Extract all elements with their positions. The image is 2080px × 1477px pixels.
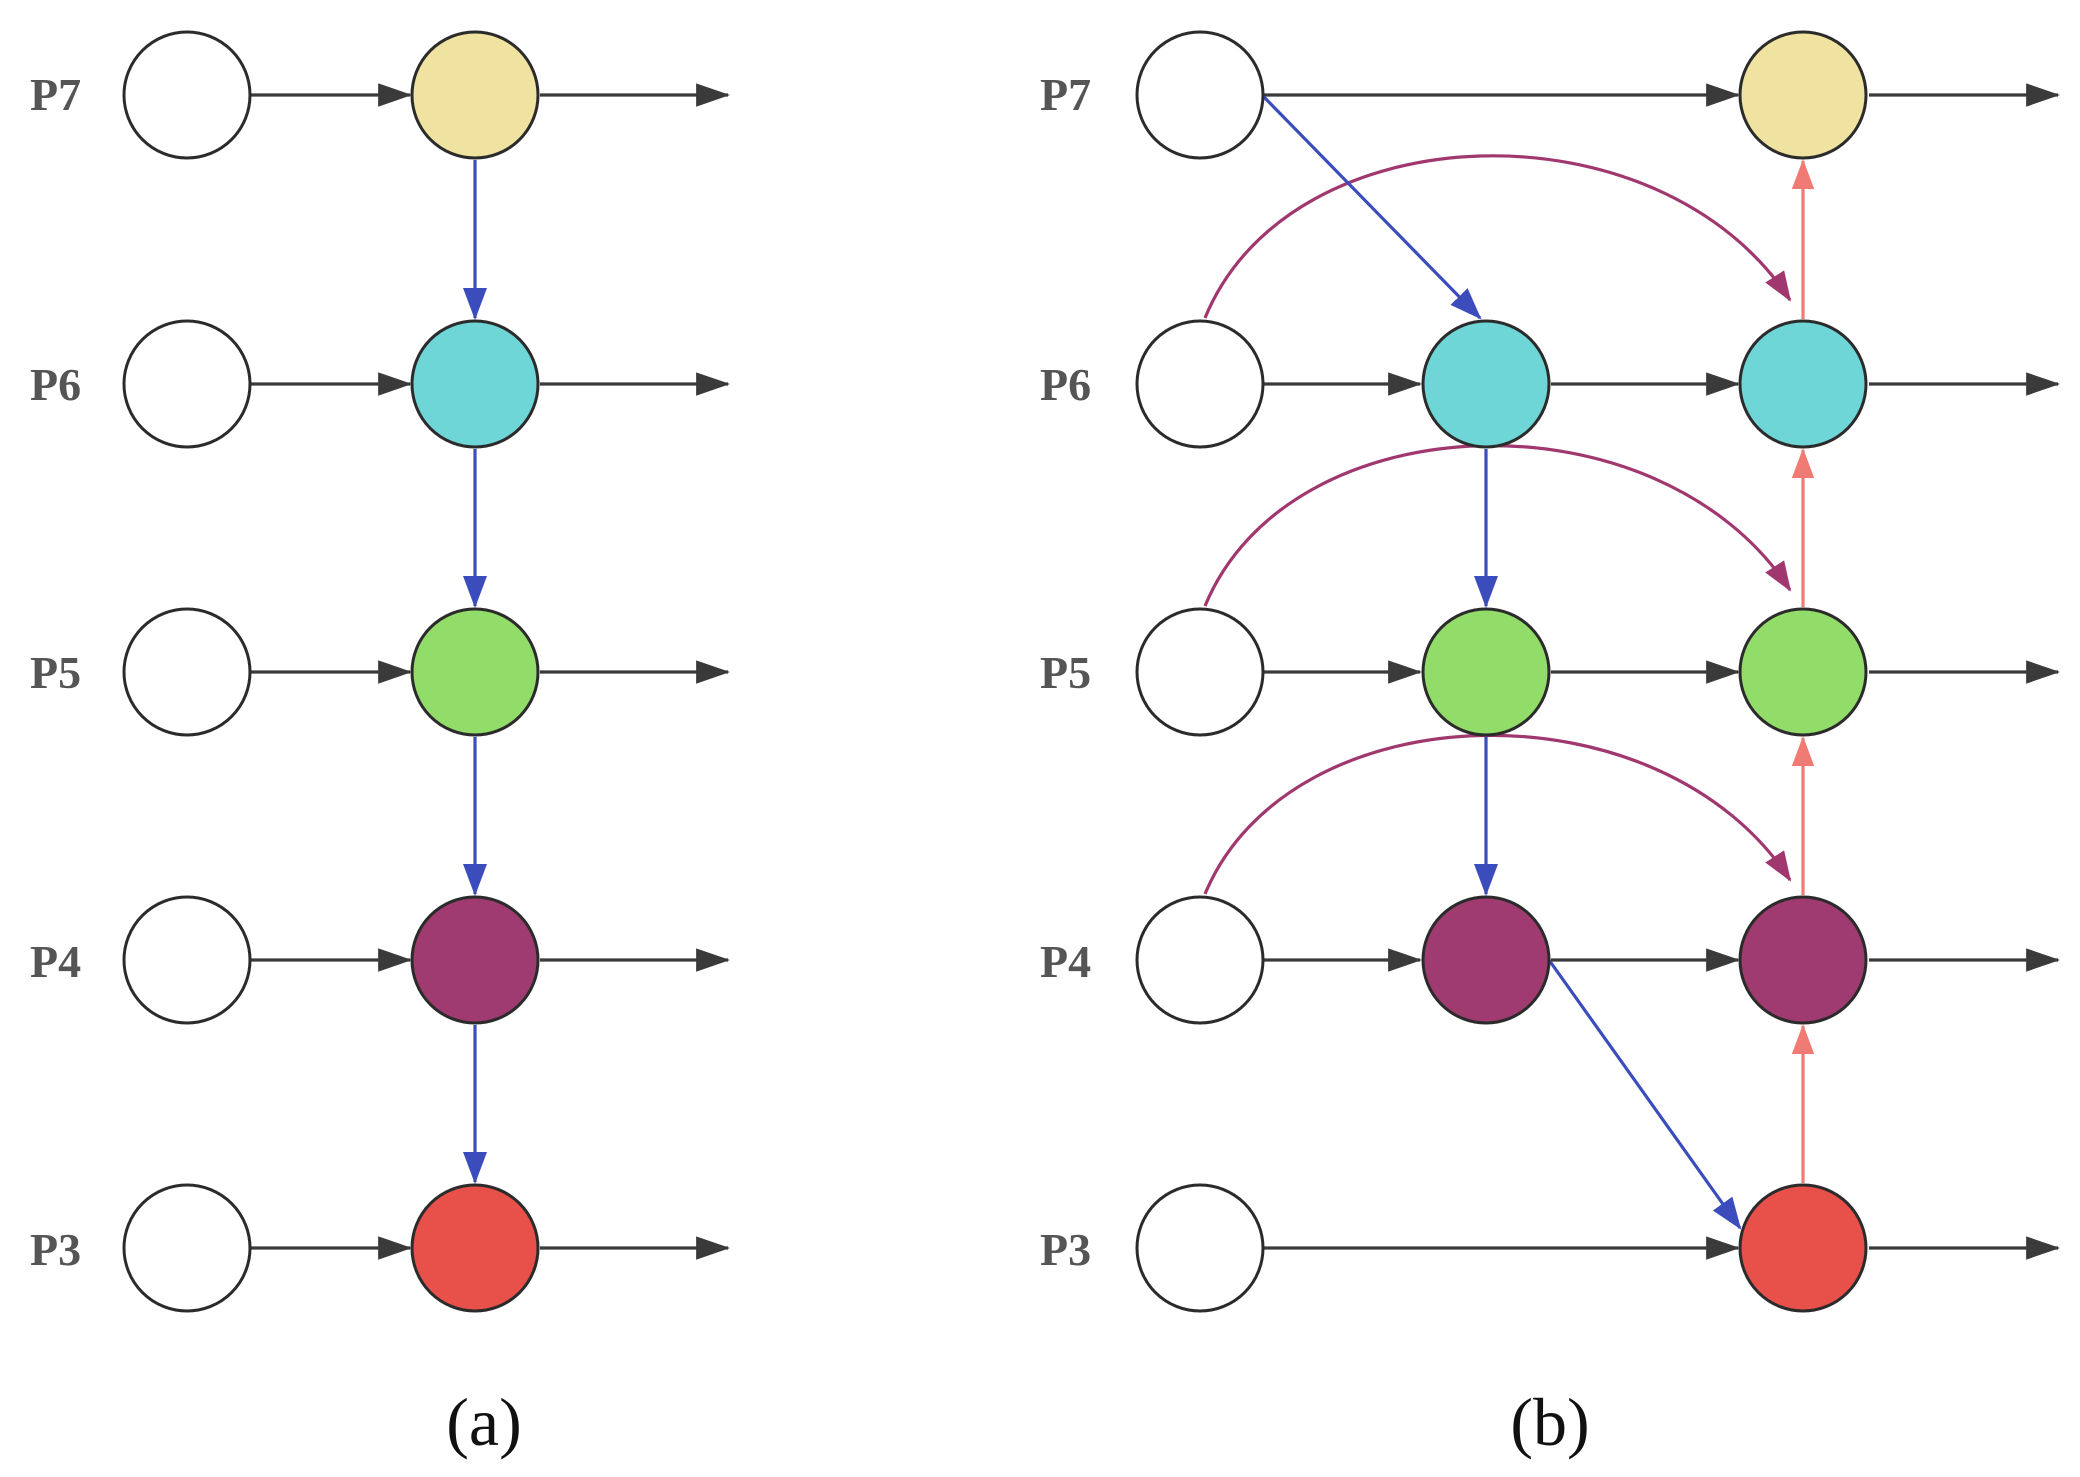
input-node-p5 — [122, 607, 252, 737]
row-label-p4: P4 — [30, 936, 81, 987]
intermediate-node-p4 — [1421, 895, 1551, 1025]
caption-b: (b) — [1510, 1384, 1589, 1460]
panel-a: P7 P6 P5 P4 P3 (a) — [30, 30, 731, 1460]
caption-a: (a) — [446, 1384, 521, 1460]
fused-node-p4 — [410, 895, 540, 1025]
input-node-p3 — [1135, 1183, 1265, 1313]
fused-node-p3 — [410, 1183, 540, 1313]
row-label-p5: P5 — [1040, 647, 1091, 698]
input-node-p6 — [122, 319, 252, 449]
row-label-p5: P5 — [30, 647, 81, 698]
output-node-p7 — [1738, 30, 1868, 160]
fused-node-p5 — [410, 607, 540, 737]
input-node-p3 — [122, 1183, 252, 1313]
input-node-p4 — [122, 895, 252, 1025]
output-node-p3 — [1738, 1183, 1868, 1313]
row-label-p3: P3 — [30, 1224, 81, 1275]
input-node-p6 — [1135, 319, 1265, 449]
intermediate-node-p5 — [1421, 607, 1551, 737]
edge-topdown-p7-p6 — [1260, 93, 1482, 320]
row-label-p6: P6 — [30, 359, 81, 410]
edge-topdown-p4-p3 — [1547, 959, 1742, 1230]
input-node-p7 — [1135, 30, 1265, 160]
input-node-p4 — [1135, 895, 1265, 1025]
row-label-p7: P7 — [30, 69, 81, 120]
skip-arc-p5 — [1203, 443, 1792, 607]
row-label-p6: P6 — [1040, 359, 1091, 410]
row-label-p3: P3 — [1040, 1224, 1091, 1275]
skip-arc-p4 — [1203, 733, 1792, 895]
skip-arc-p6 — [1203, 154, 1792, 319]
panel-b: P7 P6 P5 P4 P3 — [1040, 30, 2061, 1460]
fused-node-p6 — [410, 319, 540, 449]
fused-node-p7 — [410, 30, 540, 160]
output-node-p4 — [1738, 895, 1868, 1025]
input-node-p5 — [1135, 607, 1265, 737]
row-label-p7: P7 — [1040, 69, 1091, 120]
output-node-p5 — [1738, 607, 1868, 737]
input-node-p7 — [122, 30, 252, 160]
output-node-p6 — [1738, 319, 1868, 449]
row-label-p4: P4 — [1040, 936, 1091, 987]
intermediate-node-p6 — [1421, 319, 1551, 449]
